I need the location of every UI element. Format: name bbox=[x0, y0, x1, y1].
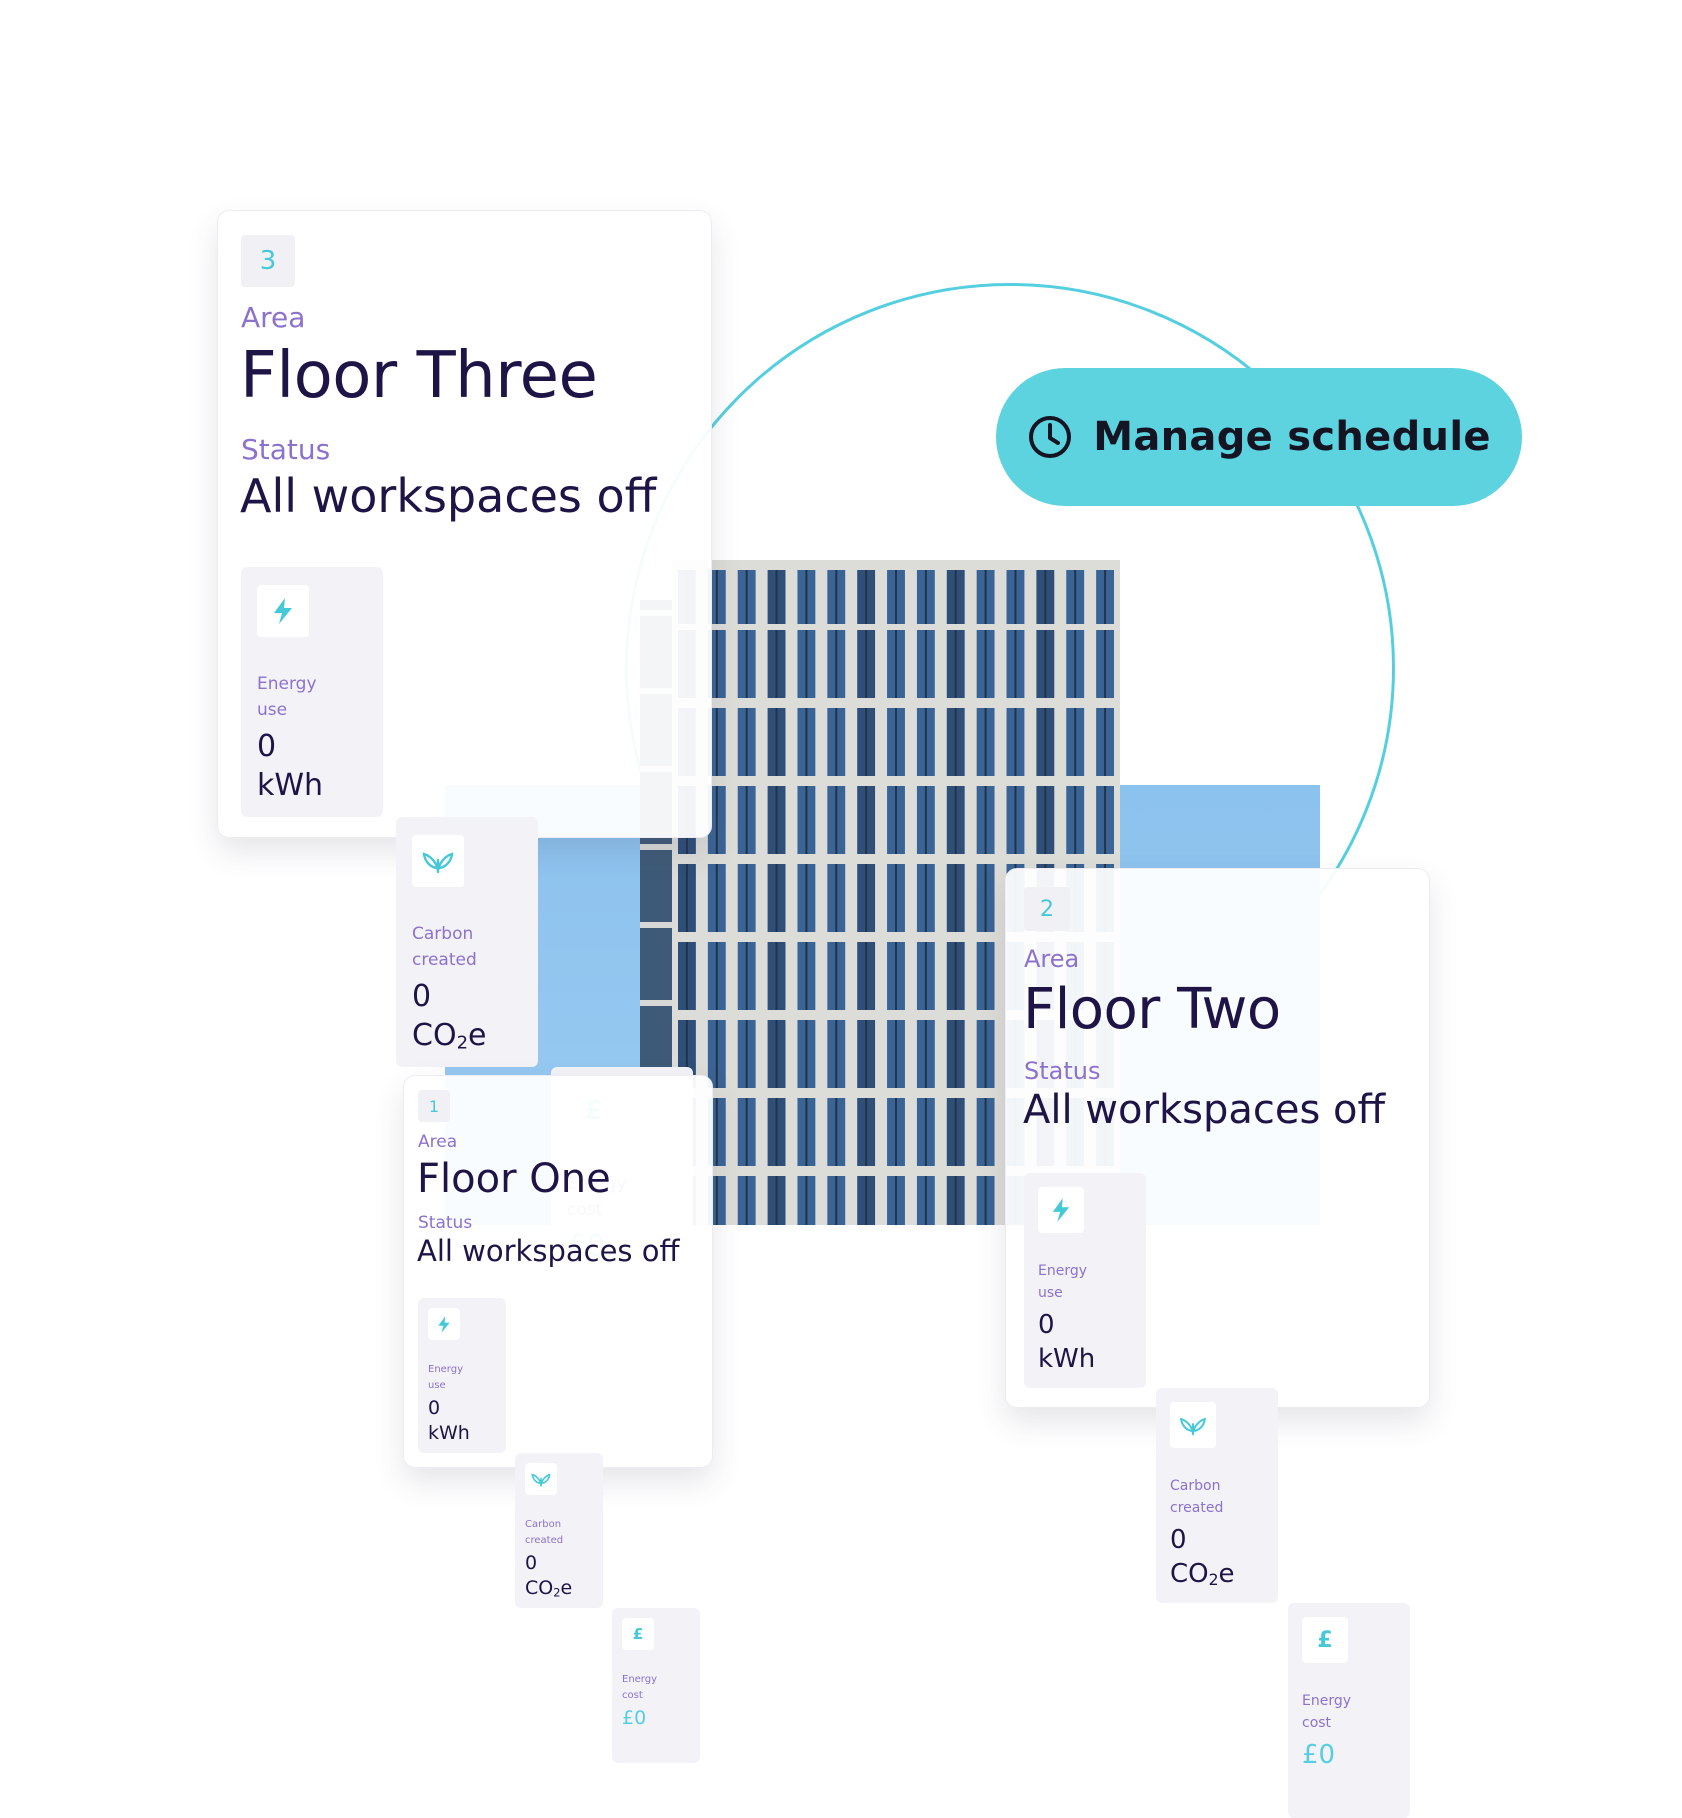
clock-icon bbox=[1029, 416, 1072, 458]
area-label: Area bbox=[241, 301, 306, 334]
leaf-icon bbox=[1170, 1402, 1216, 1448]
area-title: Floor One bbox=[417, 1156, 611, 1202]
status-label: Status bbox=[1024, 1057, 1101, 1085]
lightning-icon bbox=[428, 1308, 460, 1340]
lightning-icon bbox=[257, 585, 309, 637]
area-label: Area bbox=[418, 1132, 458, 1152]
status-value: All workspaces off bbox=[417, 1234, 680, 1268]
status-label: Status bbox=[418, 1213, 473, 1233]
manage-schedule-label: Manage schedule bbox=[1093, 414, 1491, 460]
leaf-icon bbox=[525, 1463, 557, 1495]
manage-schedule-button[interactable]: Manage schedule bbox=[996, 368, 1522, 506]
status-label: Status bbox=[241, 433, 331, 466]
area-title: Floor Three bbox=[240, 339, 598, 413]
pound-icon: £ bbox=[622, 1618, 654, 1650]
leaf-icon bbox=[412, 835, 464, 887]
area-card-floor-three[interactable]: 3 Area Floor Three Status All workspaces… bbox=[217, 210, 712, 1317]
status-value: All workspaces off bbox=[1023, 1087, 1386, 1133]
area-number-badge: 2 bbox=[1024, 887, 1070, 931]
status-value: All workspaces off bbox=[240, 469, 657, 523]
pound-icon: £ bbox=[1302, 1617, 1348, 1663]
lightning-icon bbox=[1038, 1187, 1084, 1233]
area-label: Area bbox=[1024, 945, 1080, 973]
area-card-floor-one[interactable]: 1 Area Floor One Status All workspaces o… bbox=[403, 1075, 713, 1763]
area-number-badge: 1 bbox=[418, 1090, 450, 1122]
stat-value: £0 bbox=[622, 1707, 647, 1729]
area-title: Floor Two bbox=[1023, 977, 1281, 1042]
area-card-floor-two[interactable]: 2 Area Floor Two Status All workspaces o… bbox=[1005, 868, 1430, 1818]
area-number-badge: 3 bbox=[241, 235, 295, 287]
stat-value: £0 bbox=[1302, 1740, 1336, 1770]
